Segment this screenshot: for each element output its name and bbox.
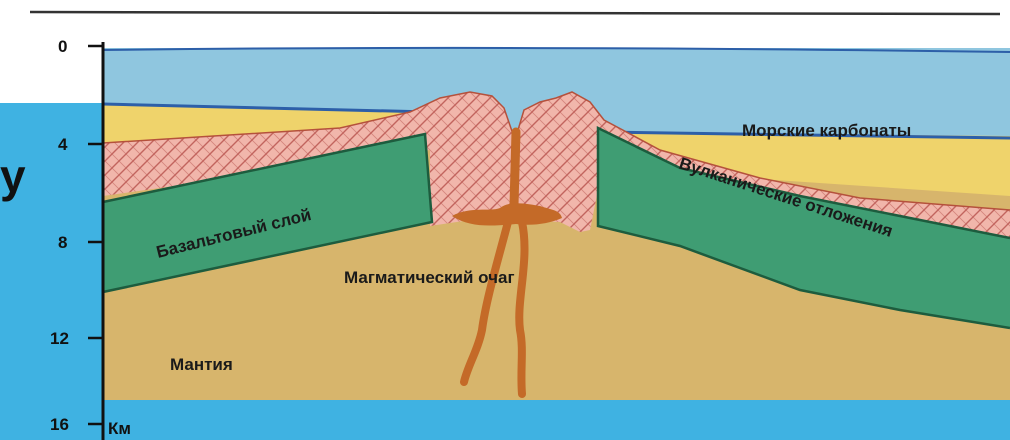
top-rule-line: [30, 12, 1000, 14]
depth-tick-12: 12: [50, 329, 69, 348]
slide-bottom-band: [0, 400, 1010, 440]
depth-unit-label: Км: [108, 419, 131, 438]
depth-tick-8: 8: [58, 233, 67, 252]
label-mantle: Мантия: [170, 355, 233, 374]
slide-text-fragment: у: [0, 150, 26, 202]
label-sea-carbonates: Морские карбонаты: [742, 121, 911, 140]
depth-tick-16: 16: [50, 415, 69, 434]
label-magma-chamber: Магматический очаг: [344, 268, 515, 287]
depth-tick-0: 0: [58, 37, 67, 56]
depth-tick-4: 4: [58, 135, 68, 154]
